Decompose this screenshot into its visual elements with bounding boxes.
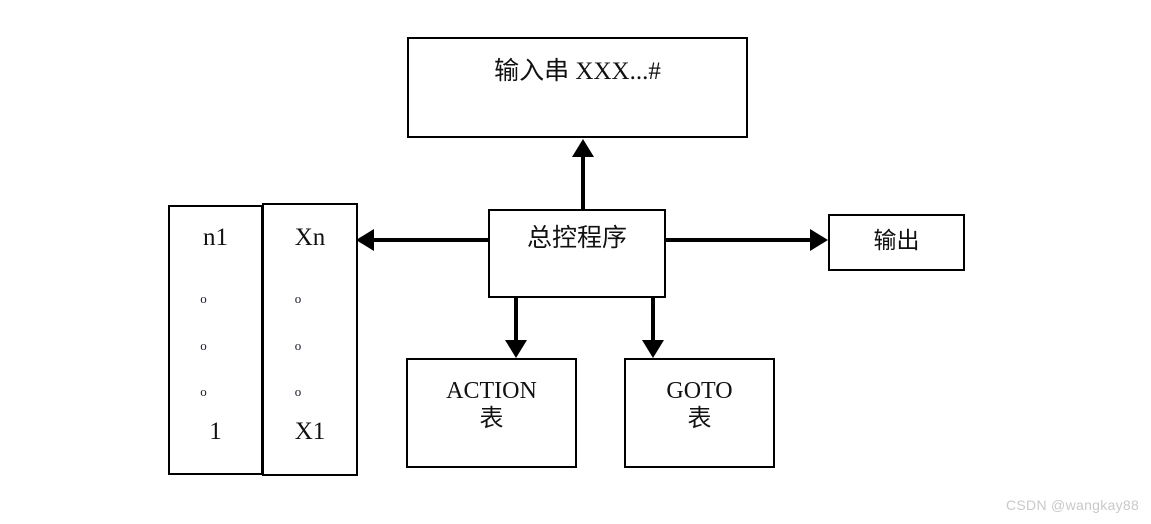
- stack-symbol-dot-1: o: [294, 291, 302, 306]
- watermark: CSDN @wangkay88: [1006, 497, 1140, 513]
- stack-index-dot-3: o: [200, 384, 207, 399]
- stack-index-dot-1: o: [200, 291, 207, 306]
- stack-symbol-dot-2: o: [294, 338, 302, 353]
- connector-line: [664, 238, 812, 242]
- controller-box: 总控程序: [488, 209, 666, 298]
- output-label: 输出: [873, 228, 920, 253]
- stack-symbol-dot-3: o: [294, 384, 302, 399]
- arrow-up-icon: [572, 139, 594, 157]
- stack-symbol-top-label: Xn: [294, 224, 326, 251]
- stack-index-bottom-label: 1: [209, 418, 222, 445]
- stack-index-top-label: n1: [203, 224, 228, 251]
- arrow-right-icon: [810, 229, 828, 251]
- stack-symbol-bottom-label: X1: [294, 418, 326, 445]
- stack-index-column: n1 o o o 1: [168, 205, 263, 475]
- connector-line: [372, 238, 490, 242]
- goto-table-label: GOTO 表: [666, 378, 733, 433]
- output-box: 输出: [828, 214, 965, 271]
- stack-index-dot-2: o: [200, 338, 207, 353]
- stack-symbol-column: Xn o o o X1: [262, 203, 358, 476]
- action-table-label: ACTION 表: [446, 378, 537, 433]
- goto-table-box: GOTO 表: [624, 358, 775, 468]
- connector-line: [651, 296, 655, 342]
- connector-line: [581, 155, 585, 211]
- action-table-box: ACTION 表: [406, 358, 577, 468]
- connector-line: [514, 296, 518, 342]
- input-string-box: 输入串 XXX...#: [407, 37, 748, 138]
- arrow-left-icon: [356, 229, 374, 251]
- controller-label: 总控程序: [526, 225, 627, 252]
- arrow-down-icon: [505, 340, 527, 358]
- arrow-down-icon: [642, 340, 664, 358]
- input-string-label: 输入串 XXX...#: [494, 58, 661, 85]
